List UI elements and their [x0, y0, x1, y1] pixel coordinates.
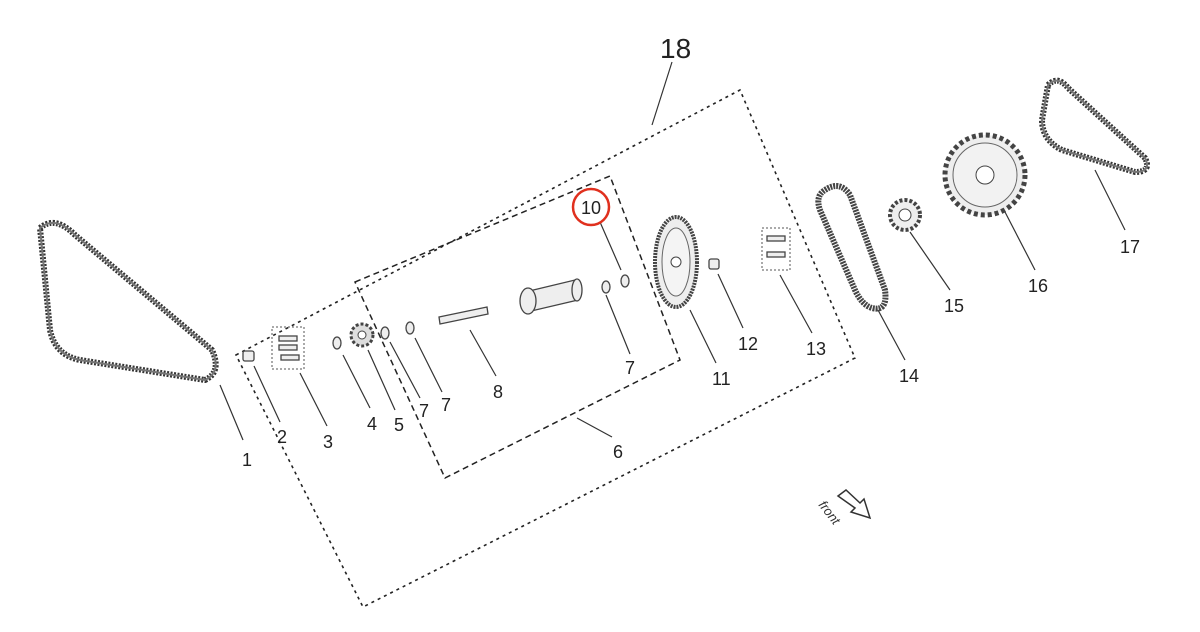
- part-3-bolt-kit: [271, 326, 305, 370]
- label-15: 15: [944, 296, 964, 316]
- label-11: 11: [712, 369, 731, 389]
- part-4-bearing: [332, 336, 342, 350]
- label-2: 2: [277, 427, 287, 447]
- label-5: 5: [394, 415, 404, 435]
- label-7: 7: [625, 358, 635, 378]
- part-7-bearing: [601, 280, 611, 294]
- label-14: 14: [899, 366, 919, 386]
- label-4: 4: [367, 414, 377, 434]
- leader-18: [651, 61, 673, 126]
- assembly-18-boundary: [234, 88, 857, 609]
- front-label: front: [816, 498, 845, 529]
- label-3: 3: [323, 432, 333, 452]
- part-2-bushing: [242, 350, 255, 362]
- arrow-icon: [836, 489, 872, 520]
- label-7: 7: [441, 395, 451, 415]
- label-10: 10: [581, 198, 601, 218]
- part-7-bearing: [405, 321, 415, 335]
- part-17-chain: [1039, 77, 1150, 175]
- label-12: 12: [738, 334, 758, 354]
- label-16: 16: [1028, 276, 1048, 296]
- label-18: 18: [660, 33, 691, 64]
- part-10-bearing: [620, 274, 630, 288]
- label-13: 13: [806, 339, 826, 359]
- front-direction-indicator: front: [816, 489, 872, 529]
- label-6: 6: [613, 442, 623, 462]
- label-8: 8: [493, 382, 503, 402]
- part-5-sprocket: [349, 322, 375, 348]
- hub: [519, 278, 583, 315]
- part-7-bearing: [380, 326, 390, 340]
- part-15-front-sprocket: [888, 198, 922, 232]
- part-13-bolt-kit: [761, 227, 791, 271]
- part-11-pulley: [653, 215, 699, 309]
- label-7: 7: [419, 401, 429, 421]
- label-1: 1: [242, 450, 252, 470]
- part-12-spacer: [708, 258, 720, 270]
- part-14-belt: [815, 183, 889, 312]
- part-8-axle: [438, 306, 489, 325]
- subassembly-6-boundary: [353, 175, 681, 480]
- label-17: 17: [1120, 237, 1140, 257]
- highlight-circle: [571, 187, 611, 227]
- part-1-chain: [37, 219, 219, 383]
- part-16-rear-sprocket: [942, 132, 1028, 218]
- leader-lines: [219, 169, 1126, 441]
